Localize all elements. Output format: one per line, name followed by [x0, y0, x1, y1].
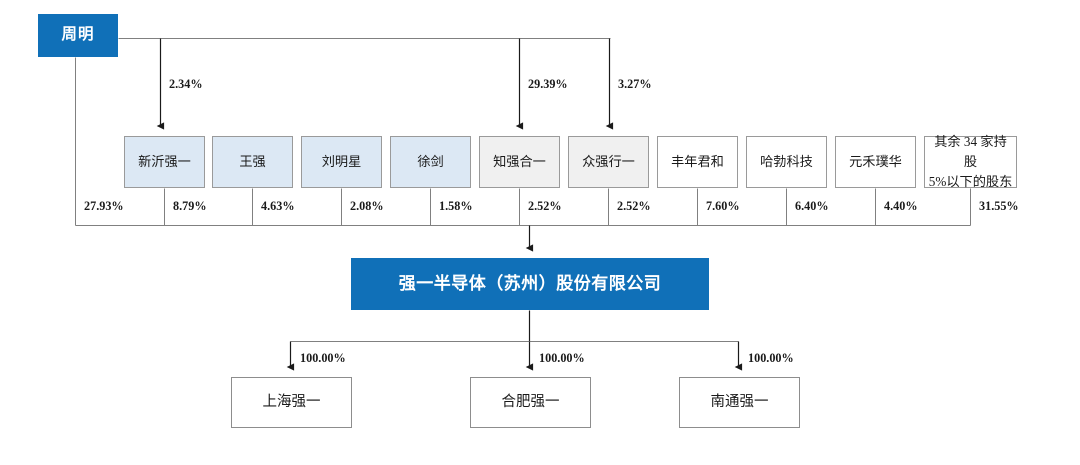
shareholder-label: 众强行一: [582, 154, 635, 170]
node-shareholder-zhiqiangheyi[interactable]: 知强合一: [479, 136, 560, 188]
pct-subsidiary-nantong: 100.00%: [748, 351, 794, 365]
shareholder-label-line1: 其余 34 家持股: [934, 134, 1007, 170]
pct-xujian: 1.58%: [439, 199, 473, 213]
shareholder-label: 新沂强一: [138, 154, 191, 170]
node-shareholder-xujian[interactable]: 徐剑: [390, 136, 471, 188]
pct-habokeji: 6.40%: [795, 199, 829, 213]
shareholder-label: 刘明星: [321, 154, 362, 170]
pct-liumingxing: 2.08%: [350, 199, 384, 213]
node-shareholder-liumingxing[interactable]: 刘明星: [301, 136, 382, 188]
pct-root-to-zhongqiang: 3.27%: [618, 77, 652, 91]
root-person-label: 周明: [61, 26, 95, 44]
node-root-person[interactable]: 周明: [38, 14, 118, 57]
node-shareholder-other-34[interactable]: 其余 34 家持股 5%以下的股东: [924, 134, 1017, 189]
main-company-label: 强一半导体（苏州）股份有限公司: [398, 273, 662, 293]
pct-subsidiary-hefei: 100.00%: [539, 351, 585, 365]
pct-root-to-xinyi: 2.34%: [169, 77, 203, 91]
shareholder-label: 王强: [239, 154, 266, 170]
pct-yuanhepuhua: 4.40%: [884, 199, 918, 213]
node-shareholder-wangqiang[interactable]: 王强: [212, 136, 293, 188]
shareholder-label: 丰年君和: [671, 154, 724, 170]
node-shareholder-habokeji[interactable]: 哈勃科技: [746, 136, 827, 188]
shareholder-label: 元禾璞华: [849, 154, 902, 170]
node-subsidiary-shanghai[interactable]: 上海强一: [231, 377, 352, 428]
node-shareholder-zhongqiangxingyi[interactable]: 众强行一: [568, 136, 649, 188]
subsidiary-label: 南通强一: [710, 393, 769, 410]
pct-wangqiang: 4.63%: [261, 199, 295, 213]
node-shareholder-fengnianjunhe[interactable]: 丰年君和: [657, 136, 738, 188]
node-shareholder-xinyiqiangyi[interactable]: 新沂强一: [124, 136, 205, 188]
pct-root-to-zhiqiang: 29.39%: [528, 77, 568, 91]
pct-zhiqiangheyi: 2.52%: [528, 199, 562, 213]
shareholder-label: 徐剑: [417, 154, 444, 170]
shareholder-label: 哈勃科技: [760, 154, 813, 170]
pct-fengnianjunhe: 7.60%: [706, 199, 740, 213]
pct-direct-holding: 27.93%: [84, 199, 124, 213]
shareholder-label: 知强合一: [493, 154, 546, 170]
node-main-company[interactable]: 强一半导体（苏州）股份有限公司: [351, 258, 709, 310]
pct-subsidiary-shanghai: 100.00%: [300, 351, 346, 365]
pct-xinyiqiangyi: 8.79%: [173, 199, 207, 213]
node-shareholder-yuanhepuhua[interactable]: 元禾璞华: [835, 136, 916, 188]
shareholder-label-line2: 5%以下的股东: [928, 173, 1013, 189]
node-subsidiary-nantong[interactable]: 南通强一: [679, 377, 800, 428]
subsidiary-label: 上海强一: [262, 393, 321, 410]
shareholder-label-multiline: 其余 34 家持股 5%以下的股东: [928, 132, 1013, 191]
subsidiary-label: 合肥强一: [501, 393, 560, 410]
node-subsidiary-hefei[interactable]: 合肥强一: [470, 377, 591, 428]
pct-zhongqiangxingyi: 2.52%: [617, 199, 651, 213]
pct-other-34: 31.55%: [979, 199, 1019, 213]
